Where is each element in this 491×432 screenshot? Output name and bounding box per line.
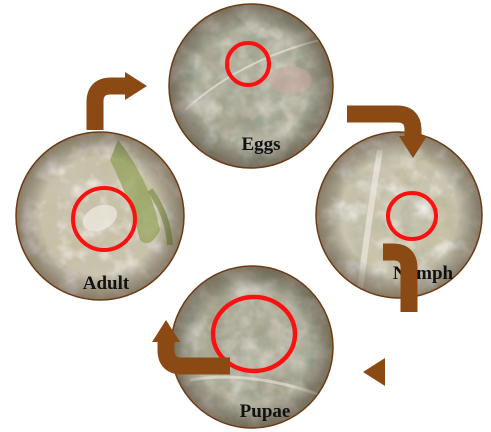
stage-eggs: Eggs [169, 4, 333, 168]
arrow-adult-to-eggs [95, 72, 147, 130]
stage-adult: Adult [16, 132, 184, 300]
stage-pupae: Pupae [171, 266, 333, 428]
pupae-label: Pupae [240, 401, 291, 422]
eggs-label: Eggs [241, 134, 280, 155]
stage-nymph: Nymph [316, 132, 482, 298]
adult-label: Adult [83, 273, 130, 294]
